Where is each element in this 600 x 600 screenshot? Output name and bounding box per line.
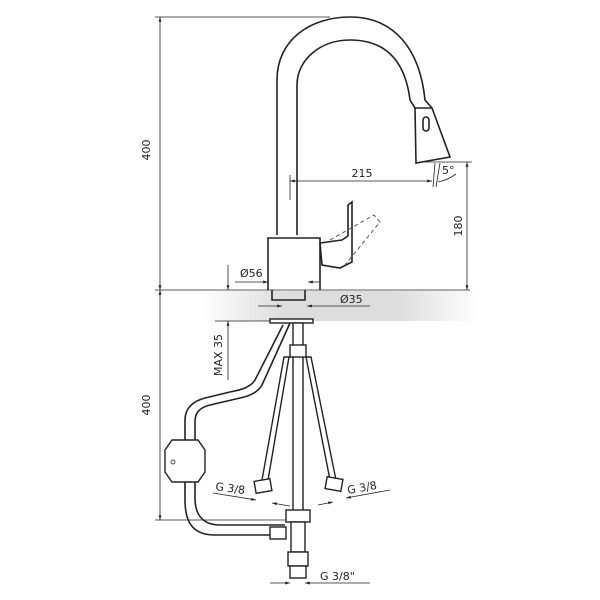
spray-button [422, 116, 430, 132]
label-thread-left: G 3/8 [215, 480, 246, 497]
outlet-fitting [289, 565, 307, 579]
label-reach: 215 [352, 167, 373, 180]
lever-handle [319, 200, 353, 269]
label-outlet-thread: G 3/8" [320, 570, 355, 583]
tee-fitting [285, 509, 311, 523]
label-clearance: 180 [452, 216, 465, 237]
drain-hose [184, 322, 291, 536]
label-base-diameter: Ø56 [240, 267, 263, 280]
label-height-below: 400 [140, 395, 153, 416]
label-height-above: 400 [140, 140, 153, 161]
label-hole-diameter: Ø35 [340, 293, 363, 306]
label-max-thickness: MAX 35 [212, 334, 225, 376]
flow-box [164, 439, 206, 483]
label-thread-right: G 3/8 [346, 479, 378, 497]
dimension-lines [155, 16, 472, 585]
hose-right [305, 356, 337, 481]
spout [276, 16, 452, 235]
faucet-body [267, 237, 321, 301]
label-angle: 5° [442, 164, 455, 177]
